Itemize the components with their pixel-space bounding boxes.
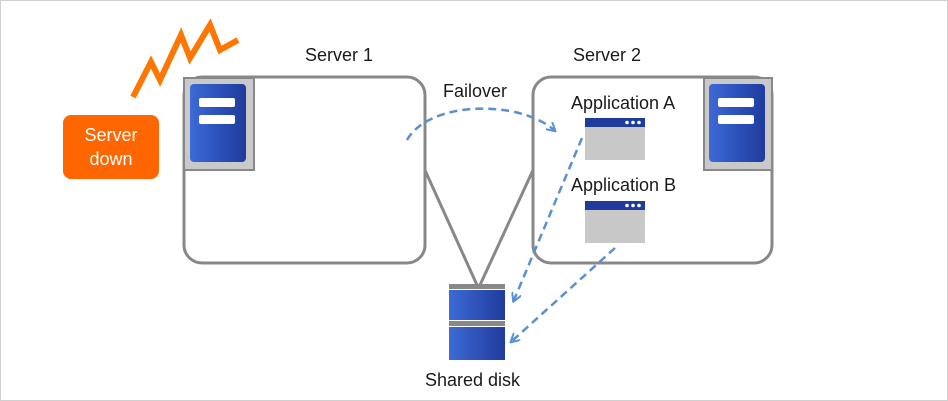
failover-arrow <box>405 107 554 141</box>
application-b-label: Application B <box>571 175 677 195</box>
server-down-text: Server down <box>63 123 159 171</box>
server1-server-icon <box>183 77 255 171</box>
failover-label: Failover <box>443 81 508 101</box>
shared-disk-icon <box>449 284 505 360</box>
server2-label: Server 2 <box>573 45 642 65</box>
server-down-badge <box>63 115 159 179</box>
lightning-bolt-icon <box>130 18 240 99</box>
application-a-window-icon <box>585 118 645 160</box>
server2-server-icon <box>703 77 773 171</box>
server-down-line2: down <box>89 149 133 169</box>
server-down-line1: Server <box>84 125 138 145</box>
app-b-to-disk-arrow <box>512 247 616 341</box>
server1-disk-link <box>422 167 479 286</box>
shared-disk-label: Shared disk <box>425 370 521 390</box>
app-a-to-disk-arrow <box>514 137 584 300</box>
server2-disk-link <box>478 167 536 286</box>
server1-label: Server 1 <box>305 45 374 65</box>
application-b-window-icon <box>585 201 645 243</box>
application-a-label: Application A <box>571 93 676 113</box>
